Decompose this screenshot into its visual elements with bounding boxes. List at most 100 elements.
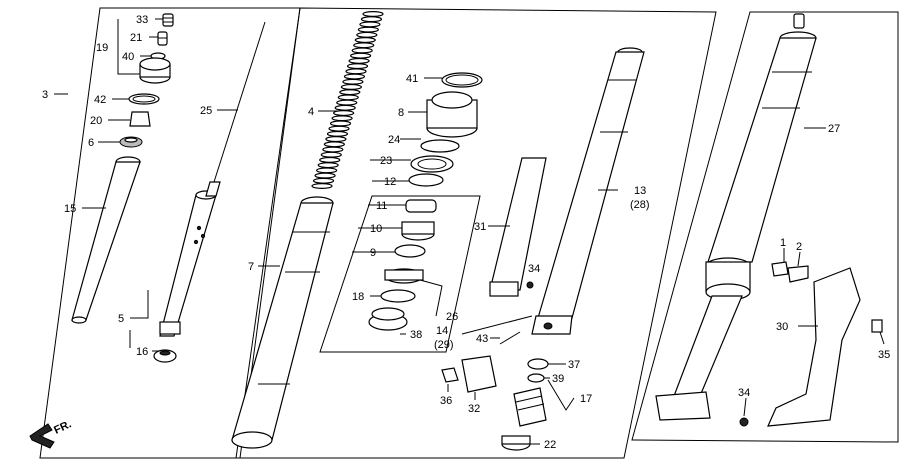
spring-coil <box>325 136 347 143</box>
callout-9: 9 <box>370 247 376 259</box>
dust-seal-8 <box>426 91 478 138</box>
callout-17: 17 <box>580 393 592 405</box>
callout-26: 26 <box>446 311 458 323</box>
callout-20: 20 <box>90 115 102 127</box>
fitting-22 <box>501 435 531 451</box>
holder-32 <box>461 355 497 393</box>
callout-31: 31 <box>474 221 486 233</box>
stopper-ring-24 <box>420 139 460 153</box>
slider-bush-11 <box>405 199 437 213</box>
spring-coil <box>323 141 345 148</box>
spring-coil <box>359 21 381 28</box>
spring-coil <box>326 130 349 137</box>
damper-rod-15 <box>71 156 141 324</box>
clamp-2 <box>787 265 809 283</box>
leader-lines <box>54 18 885 445</box>
outer-assembly-27 <box>655 13 817 421</box>
spring-coil <box>342 78 364 85</box>
spring-coil <box>346 63 369 70</box>
callout-5: 5 <box>118 313 124 325</box>
spring-coil <box>320 151 342 158</box>
fork-cap-19 <box>139 57 171 84</box>
callout-37: 37 <box>568 359 580 371</box>
callout-43: 43 <box>476 333 488 345</box>
spring-coil <box>351 47 373 54</box>
back-up-ring-12 <box>408 173 444 187</box>
callout-33: 33 <box>136 14 148 26</box>
spring-coil <box>322 146 344 153</box>
protector-30 <box>767 267 861 427</box>
callout-25: 25 <box>200 105 212 117</box>
front-direction-arrow: FR. <box>29 418 73 449</box>
cap-bolt-33 <box>162 13 174 27</box>
callout-3: 3 <box>42 89 48 101</box>
spring-coil <box>348 57 370 64</box>
bolt-1 <box>771 261 789 277</box>
callout-11: 11 <box>376 200 387 212</box>
callout-32: 32 <box>468 403 480 415</box>
spring-coil <box>311 183 333 190</box>
snap-ring-41 <box>441 72 483 88</box>
spring-coil <box>340 83 362 90</box>
callout-30: 30 <box>776 321 788 333</box>
callout-7: 7 <box>248 261 254 273</box>
callout-labels: 33 21 19 40 3 42 20 6 15 5 16 25 7 4 41 … <box>42 14 890 451</box>
spring-coil <box>334 104 356 111</box>
callout-6: 6 <box>88 137 94 149</box>
callout-27: 27 <box>828 123 840 135</box>
o-ring-42 <box>128 93 160 105</box>
rebound-rod-25 <box>205 21 266 197</box>
spacer-9 <box>394 244 426 258</box>
bolt-34 <box>526 281 534 289</box>
seal-26 <box>384 268 424 284</box>
spring-coil <box>312 177 335 184</box>
guide-bush-10 <box>401 221 435 241</box>
fork-spring-4 <box>311 11 384 190</box>
callout-15: 15 <box>64 203 76 215</box>
spring-coil <box>337 94 359 101</box>
bolt-34-right <box>739 417 749 427</box>
callout-40: 40 <box>122 51 134 63</box>
spring-coil <box>357 26 379 33</box>
panel-frames <box>39 7 899 459</box>
air-screw-43 <box>499 331 521 345</box>
spring-coil <box>362 11 384 18</box>
direction-label: FR. <box>52 418 73 436</box>
nut-20 <box>129 111 151 127</box>
spring-coil <box>350 52 372 59</box>
callout-39: 39 <box>552 373 564 385</box>
callout-22: 22 <box>544 439 556 451</box>
callout-29: (29) <box>434 339 454 351</box>
valve-21 <box>157 31 168 46</box>
spring-coil <box>353 42 375 49</box>
spring-coil <box>328 125 350 132</box>
spring-coil <box>356 31 378 38</box>
callout-41: 41 <box>406 73 418 85</box>
callout-35: 35 <box>878 349 890 361</box>
spring-coil <box>354 37 376 44</box>
spring-coil <box>339 89 361 96</box>
callout-36: 36 <box>440 395 452 407</box>
spring-coil <box>360 16 383 23</box>
spring-coil <box>343 73 366 80</box>
spring-coil <box>314 172 336 179</box>
callout-4: 4 <box>308 106 314 118</box>
spring-coil <box>319 156 341 163</box>
ring-18 <box>380 289 416 303</box>
spring-coil <box>316 167 338 174</box>
callout-12: 12 <box>384 176 396 188</box>
callout-1: 1 <box>780 237 786 249</box>
spring-coil <box>317 162 339 169</box>
damper-5 <box>159 190 217 337</box>
outer-tube-7 <box>231 196 334 449</box>
callout-34-right: 34 <box>738 387 750 399</box>
washer-6 <box>119 136 143 148</box>
callout-24: 24 <box>388 134 400 146</box>
callout-13: 13 <box>634 185 646 197</box>
callout-28: (28) <box>630 199 650 211</box>
washer-37 <box>527 358 549 370</box>
callout-14: 14 <box>436 325 448 337</box>
callout-2: 2 <box>796 241 802 253</box>
callout-42: 42 <box>94 94 106 106</box>
